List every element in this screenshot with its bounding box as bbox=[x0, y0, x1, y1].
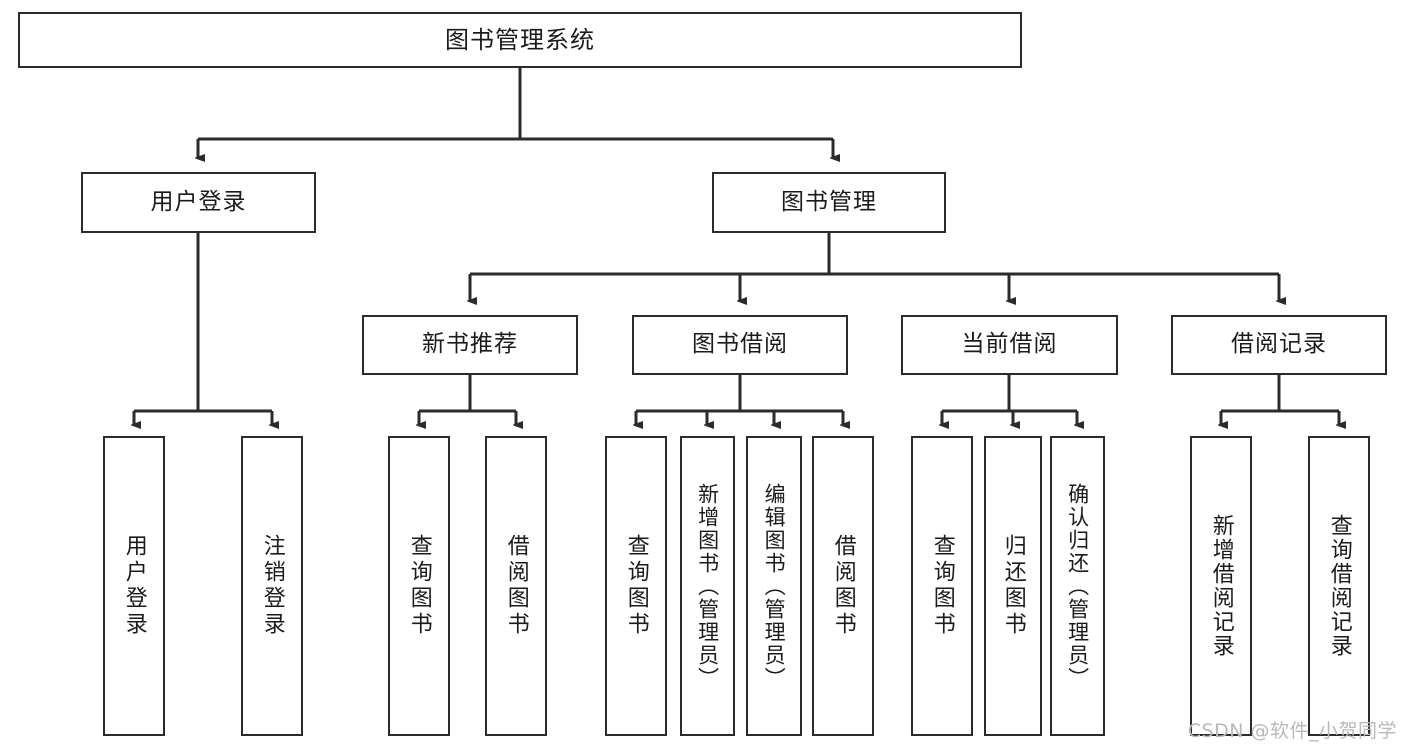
leaf-edit-book-admin-label: 编辑图书（管理员） bbox=[762, 482, 787, 690]
node-book-borrow-label: 图书借阅 bbox=[692, 331, 788, 358]
leaf-edit-book-admin[interactable]: 编辑图书（管理员） bbox=[746, 436, 802, 736]
node-new-book-recommendation-label: 新书推荐 bbox=[422, 331, 518, 358]
leaf-query-book-current-label: 查询图书 bbox=[929, 534, 955, 638]
node-borrow-record-label: 借阅记录 bbox=[1231, 331, 1327, 358]
leaf-add-borrow-record[interactable]: 新增借阅记录 bbox=[1190, 436, 1252, 736]
leaf-add-borrow-record-label: 新增借阅记录 bbox=[1208, 514, 1234, 658]
leaf-user-login[interactable]: 用户登录 bbox=[103, 436, 165, 736]
leaf-return-book[interactable]: 归还图书 bbox=[984, 436, 1042, 736]
csdn-watermark: CSDN @软件_小贺同学 bbox=[1187, 720, 1397, 742]
leaf-query-book-recommend[interactable]: 查询图书 bbox=[388, 436, 450, 736]
leaf-user-logout-label: 注销登录 bbox=[259, 534, 285, 638]
leaf-query-book-borrow[interactable]: 查询图书 bbox=[605, 436, 667, 736]
leaf-query-book-recommend-label: 查询图书 bbox=[406, 534, 432, 638]
node-new-book-recommendation[interactable]: 新书推荐 bbox=[362, 315, 578, 375]
node-borrow-record[interactable]: 借阅记录 bbox=[1171, 315, 1387, 375]
leaf-return-book-label: 归还图书 bbox=[1000, 534, 1026, 638]
node-book-management-label: 图书管理 bbox=[781, 188, 877, 215]
leaf-borrow-book-recommend[interactable]: 借阅图书 bbox=[485, 436, 547, 736]
leaf-borrow-book-label: 借阅图书 bbox=[830, 534, 856, 638]
leaf-query-book-current[interactable]: 查询图书 bbox=[911, 436, 973, 736]
node-current-borrow-label: 当前借阅 bbox=[961, 331, 1058, 358]
node-book-management[interactable]: 图书管理 bbox=[712, 172, 946, 233]
leaf-add-book-admin-label: 新增图书（管理员） bbox=[695, 482, 720, 690]
node-root-label: 图书管理系统 bbox=[445, 25, 595, 54]
leaf-query-borrow-record-label: 查询借阅记录 bbox=[1326, 514, 1352, 658]
node-book-borrow[interactable]: 图书借阅 bbox=[632, 315, 848, 375]
leaf-add-book-admin[interactable]: 新增图书（管理员） bbox=[680, 436, 735, 736]
node-user-login-label: 用户登录 bbox=[150, 188, 247, 215]
node-current-borrow[interactable]: 当前借阅 bbox=[901, 315, 1118, 375]
leaf-query-book-borrow-label: 查询图书 bbox=[623, 534, 649, 638]
leaf-confirm-return-admin[interactable]: 确认归还（管理员） bbox=[1050, 436, 1105, 736]
leaf-query-borrow-record[interactable]: 查询借阅记录 bbox=[1308, 436, 1370, 736]
leaf-confirm-return-admin-label: 确认归还（管理员） bbox=[1065, 482, 1090, 690]
leaf-user-logout[interactable]: 注销登录 bbox=[241, 436, 303, 736]
node-root[interactable]: 图书管理系统 bbox=[18, 12, 1022, 68]
leaf-borrow-book[interactable]: 借阅图书 bbox=[812, 436, 874, 736]
leaf-borrow-book-recommend-label: 借阅图书 bbox=[503, 534, 529, 638]
leaf-user-login-label: 用户登录 bbox=[121, 534, 147, 638]
node-user-login[interactable]: 用户登录 bbox=[81, 172, 316, 233]
